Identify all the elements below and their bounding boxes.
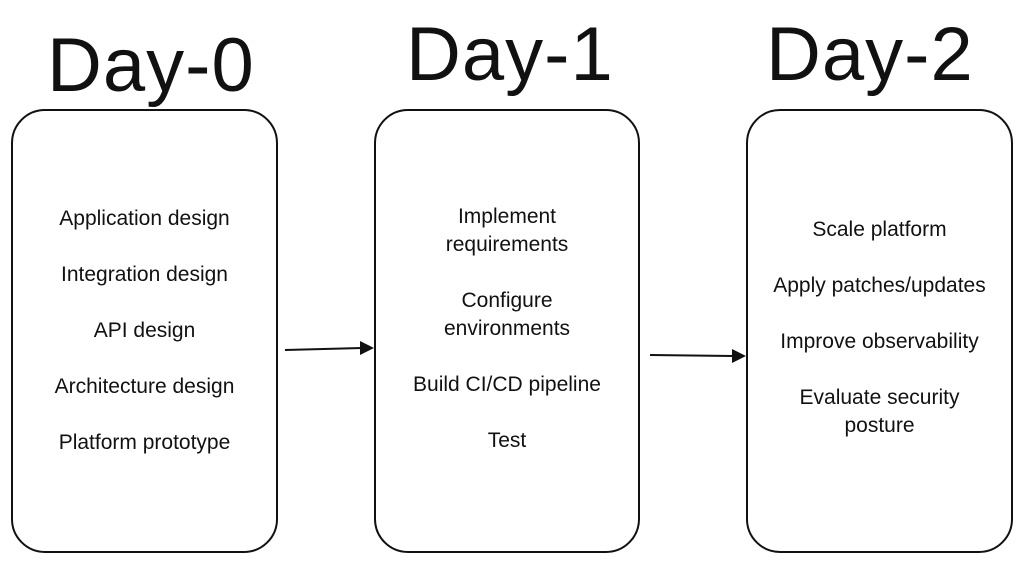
phase-box-day-2: Scale platform Apply patches/updates Imp… <box>746 109 1013 553</box>
arrow-day-1-to-day-2 <box>649 349 746 363</box>
phase-title-day-2: Day-2 <box>766 12 974 97</box>
task-item: Architecture design <box>54 375 235 398</box>
task-item: Apply patches/updates <box>773 274 986 297</box>
task-item: Platform prototype <box>58 431 231 454</box>
task-item: Configure environments <box>443 289 571 340</box>
task-item: API design <box>93 319 196 342</box>
phase-box-day-0: Application design Integration design AP… <box>11 109 278 553</box>
task-item: Improve observability <box>780 330 979 353</box>
task-item: Integration design <box>61 263 228 286</box>
task-item: Build CI/CD pipeline <box>413 373 601 396</box>
phase-box-day-1: Implement requirements Configure environ… <box>374 109 640 553</box>
phase-title-day-0: Day-0 <box>47 23 255 108</box>
task-item: Evaluate security posture <box>799 386 960 437</box>
task-item: Scale platform <box>812 218 947 241</box>
task-item: Test <box>487 429 527 452</box>
task-item: Application design <box>59 207 230 230</box>
phase-title-day-1: Day-1 <box>406 12 614 97</box>
task-item: Implement requirements <box>445 205 569 256</box>
arrow-day-0-to-day-1 <box>284 341 374 355</box>
